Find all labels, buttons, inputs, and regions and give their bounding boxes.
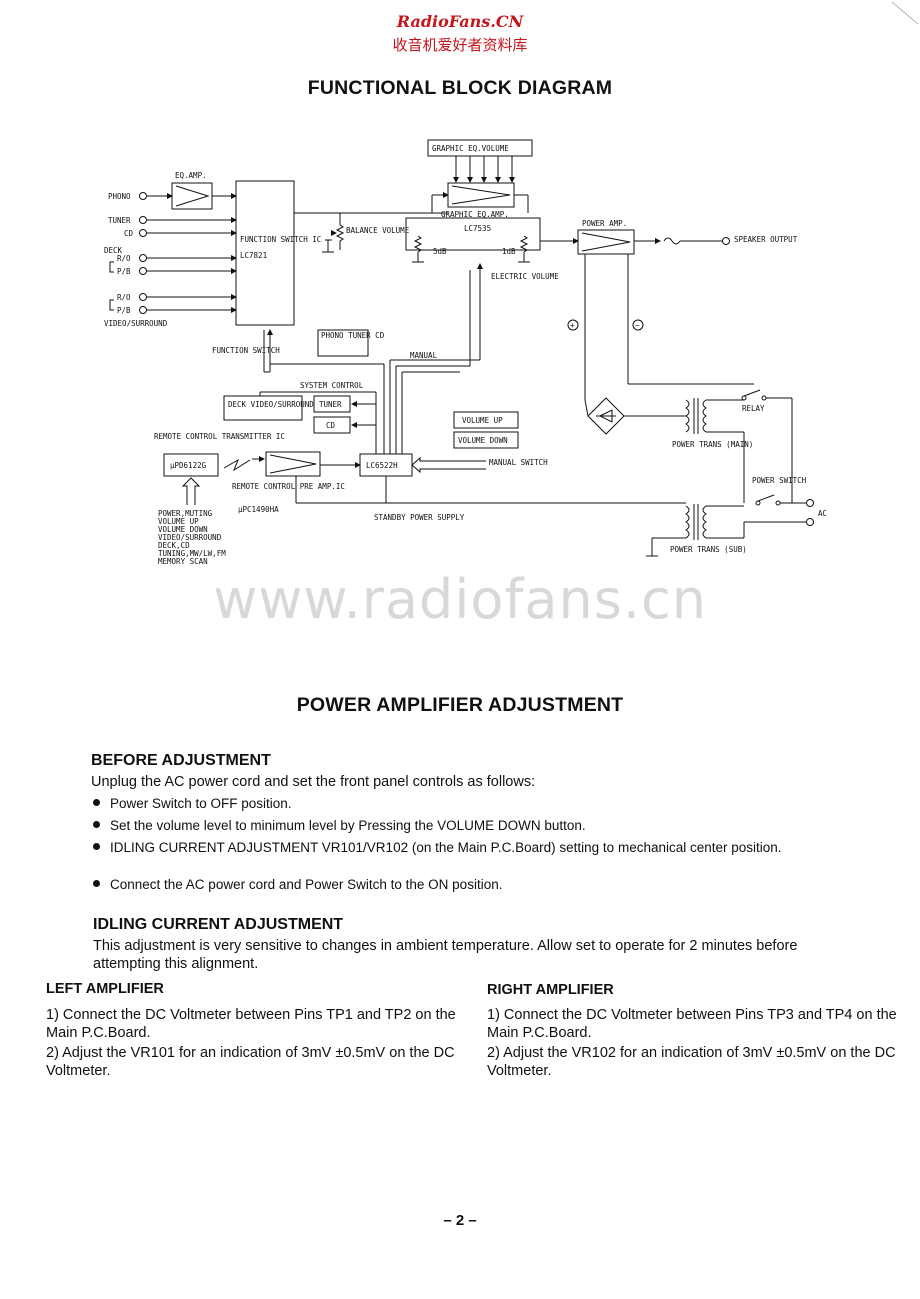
left-step-2: 2) Adjust the VR101 for an indication of… [46, 1045, 455, 1079]
graphic-eq-amp-label: GRAPHIC EQ.AMP. [441, 210, 509, 219]
ac-label: AC [818, 509, 827, 518]
remote-transmitter-label: REMOTE CONTROL TRANSMITTER IC [154, 432, 285, 441]
cd-box [313, 416, 351, 434]
transmitter-ic-block [163, 453, 219, 477]
cd-label: CD [124, 229, 134, 238]
upc1490ha-label: µPC1490HA [238, 505, 279, 514]
eq-amp-label: EQ.AMP. [175, 171, 207, 180]
lc6522h-label: LC6522H [366, 461, 398, 470]
adjustment-title: POWER AMPLIFIER ADJUSTMENT [296, 694, 624, 716]
phono-label: PHONO [108, 192, 131, 201]
balance-volume-label: BALANCE VOLUME [346, 226, 410, 235]
block-diagram: GRAPHIC EQ.VOLUME EQ.AMP. PHONO TUNER CD… [104, 139, 827, 566]
power-amp-label: POWER AMP. [582, 219, 627, 228]
site-subtitle: 收音机爱好者资料库 [392, 36, 528, 54]
idling-current-heading: IDLING CURRENT ADJUSTMENT [93, 916, 344, 933]
cd-box-label: CD [326, 421, 336, 430]
bullet-dot [93, 880, 100, 887]
graphic-eq-volume-label: GRAPHIC EQ.VOLUME [432, 144, 509, 153]
bullet-dot [93, 799, 100, 806]
deck-label: DECK [104, 246, 123, 255]
key-list-3: VOLUME DOWN [158, 525, 208, 534]
phono-tuner-cd-label: PHONO TUNER CD [321, 331, 385, 340]
bullet-dot [93, 821, 100, 828]
key-list-7: MEMORY SCAN [158, 557, 208, 566]
key-list-4: VIDEO/SURROUND [158, 533, 222, 542]
plus-label: + [570, 321, 575, 330]
right-amplifier-heading: RIGHT AMPLIFIER [487, 982, 614, 998]
before-bullet-3: IDLING CURRENT ADJUSTMENT VR101/VR102 (o… [110, 840, 782, 855]
key-list-6: TUNING,MW/LW,FM [158, 549, 226, 558]
before-bullet-1: Power Switch to OFF position. [110, 796, 292, 811]
left-amplifier-heading: LEFT AMPLIFIER [46, 981, 164, 997]
relay-label: RELAY [742, 404, 765, 413]
idling-current-text: This adjustment is very sensitive to cha… [93, 938, 798, 972]
deck-pb-label: P/B [117, 267, 131, 276]
volume-down-box [453, 431, 519, 449]
minus-label: − [635, 321, 640, 330]
function-switch-ic-label: FUNCTION SWITCH IC [240, 235, 321, 244]
5db-label: 5dB [433, 247, 447, 256]
site-title: RadioFans.CN [396, 12, 524, 31]
lc7535-label: LC7535 [464, 224, 491, 233]
right-step-2: 2) Adjust the VR102 for an indication of… [487, 1045, 896, 1079]
video-pb-label: P/B [117, 306, 131, 315]
graphic-eq-volume-box [427, 139, 533, 157]
manual-switch-label: MANUAL SWITCH [489, 458, 548, 467]
deck-video-surround-box [223, 395, 303, 421]
block-diagram-title: FUNCTIONAL BLOCK DIAGRAM [307, 77, 613, 99]
speaker-output-label: SPEAKER OUTPUT [734, 235, 798, 244]
power-switch-label: POWER SWITCH [752, 476, 807, 485]
bullet-dot [93, 843, 100, 850]
phono-tuner-cd-box [317, 329, 369, 357]
video-surround-label: VIDEO/SURROUND [104, 319, 168, 328]
tuner-box-label: TUNER [319, 400, 342, 409]
bridge-rectifier [587, 397, 625, 435]
tuner-label: TUNER [108, 216, 131, 225]
before-bullet-4: Connect the AC power cord and Power Swit… [110, 877, 503, 892]
1db-label: 1dB [502, 247, 516, 256]
remote-pre-amp-block [265, 451, 321, 477]
upd6122g-label: µPD6122G [170, 461, 207, 470]
left-step-1: 1) Connect the DC Voltmeter between Pins… [46, 1007, 456, 1041]
tuner-box [313, 395, 351, 413]
before-bullet-2: Set the volume level to minimum level by… [110, 818, 586, 833]
right-step-1: 1) Connect the DC Voltmeter between Pins… [487, 1007, 897, 1041]
video-rec-label: R/O [117, 293, 131, 302]
standby-power-supply-label: STANDBY POWER SUPPLY [374, 513, 465, 522]
remote-pre-amp-label: REMOTE CONTROL PRE AMP.IC [232, 482, 345, 491]
system-control-label: SYSTEM CONTROL [300, 381, 364, 390]
manual-label: MANUAL [410, 351, 438, 360]
volume-up-box [453, 411, 519, 429]
key-list-2: VOLUME UP [158, 517, 199, 526]
power-amp-block [577, 229, 635, 255]
watermark: www.radiofans.cn [213, 568, 707, 631]
power-trans-main-label: POWER TRANS (MAIN) [672, 440, 753, 449]
electric-volume-label: ELECTRIC VOLUME [491, 272, 559, 281]
before-adjustment-intro: Unplug the AC power cord and set the fro… [91, 774, 536, 790]
key-list-5: DECK,CD [158, 541, 190, 550]
electric-volume-block [405, 217, 541, 251]
deck-video-surround-label: DECK VIDEO/SURROUND [228, 400, 314, 409]
key-list-1: POWER,MUTING [158, 509, 213, 518]
volume-up-label: VOLUME UP [462, 416, 503, 425]
before-adjustment-heading: BEFORE ADJUSTMENT [91, 752, 271, 769]
deck-rec-label: R/O [117, 254, 131, 263]
lc7821-label: LC7821 [240, 251, 267, 260]
corner-mark [891, 1, 919, 25]
volume-down-label: VOLUME DOWN [458, 436, 508, 445]
page-number: – 2 – [443, 1212, 477, 1229]
power-trans-sub-label: POWER TRANS (SUB) [670, 545, 747, 554]
function-switch-ic-block [235, 180, 295, 326]
function-switch-label: FUNCTION SWITCH [212, 346, 280, 355]
